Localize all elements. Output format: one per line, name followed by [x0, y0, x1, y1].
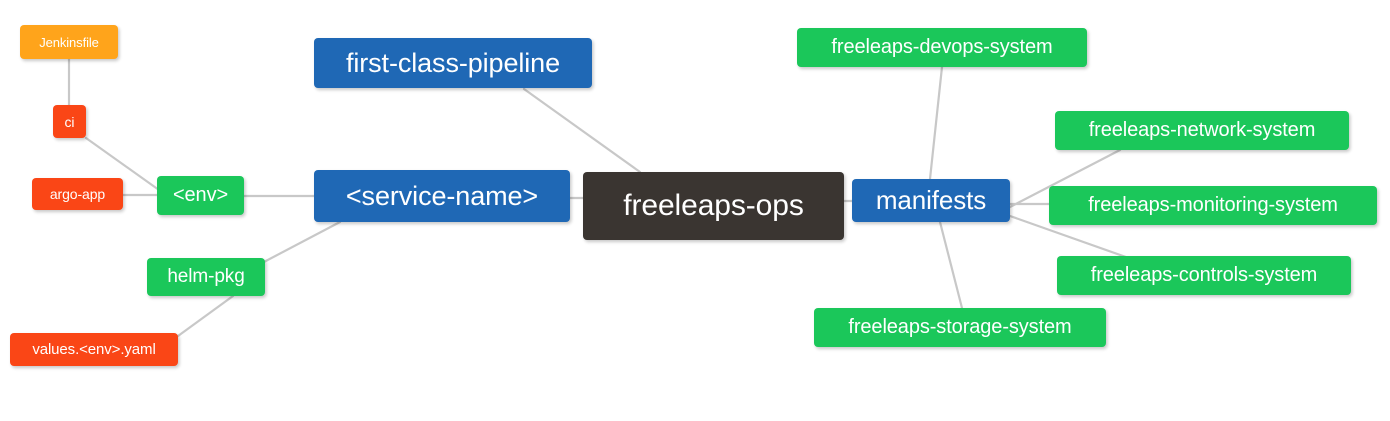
node-argo-app[interactable]: argo-app [32, 178, 123, 210]
node-service-name[interactable]: <service-name> [314, 170, 570, 222]
node-ci[interactable]: ci [53, 105, 86, 138]
node-helm-pkg[interactable]: helm-pkg [147, 258, 265, 296]
node-freeleaps-controls-system[interactable]: freeleaps-controls-system [1057, 256, 1351, 295]
node-label: ci [64, 113, 75, 130]
node-label: freeleaps-storage-system [848, 316, 1072, 338]
node-label: argo-app [49, 186, 106, 202]
edge-manifests-to-freeleaps-storage-system [938, 220, 964, 310]
node-label: freeleaps-devops-system [831, 36, 1053, 58]
node-freeleaps-ops[interactable]: freeleaps-ops [583, 172, 844, 240]
node-label: Jenkinsfile [39, 34, 99, 50]
node-env[interactable]: <env> [157, 176, 244, 215]
node-freeleaps-network-system[interactable]: freeleaps-network-system [1055, 111, 1349, 150]
node-freeleaps-storage-system[interactable]: freeleaps-storage-system [814, 308, 1106, 347]
node-label: freeleaps-ops [623, 189, 804, 222]
node-jenkinsfile[interactable]: Jenkinsfile [20, 25, 118, 59]
node-first-class-pipeline[interactable]: first-class-pipeline [314, 38, 592, 88]
node-freeleaps-devops-system[interactable]: freeleaps-devops-system [797, 28, 1087, 67]
node-label: freeleaps-network-system [1088, 119, 1316, 141]
edge-helm-pkg-to-service-name [260, 220, 342, 265]
node-label: freeleaps-monitoring-system [1088, 194, 1338, 216]
node-label: <env> [172, 184, 229, 206]
node-label: first-class-pipeline [345, 47, 561, 78]
node-manifests[interactable]: manifests [852, 179, 1010, 222]
node-label: values.<env>.yaml [32, 341, 156, 358]
node-freeleaps-monitoring-system[interactable]: freeleaps-monitoring-system [1049, 186, 1377, 225]
edge-values-yaml-to-helm-pkg [176, 294, 235, 338]
node-label: manifests [875, 185, 987, 215]
edge-manifests-to-freeleaps-devops-system [928, 65, 944, 181]
node-label: helm-pkg [167, 266, 245, 287]
node-values-yaml[interactable]: values.<env>.yaml [10, 333, 178, 366]
node-label: <service-name> [345, 180, 539, 211]
edge-first-class-pipeline-to-freeleaps-ops [522, 87, 642, 174]
node-label: freeleaps-controls-system [1090, 264, 1318, 286]
